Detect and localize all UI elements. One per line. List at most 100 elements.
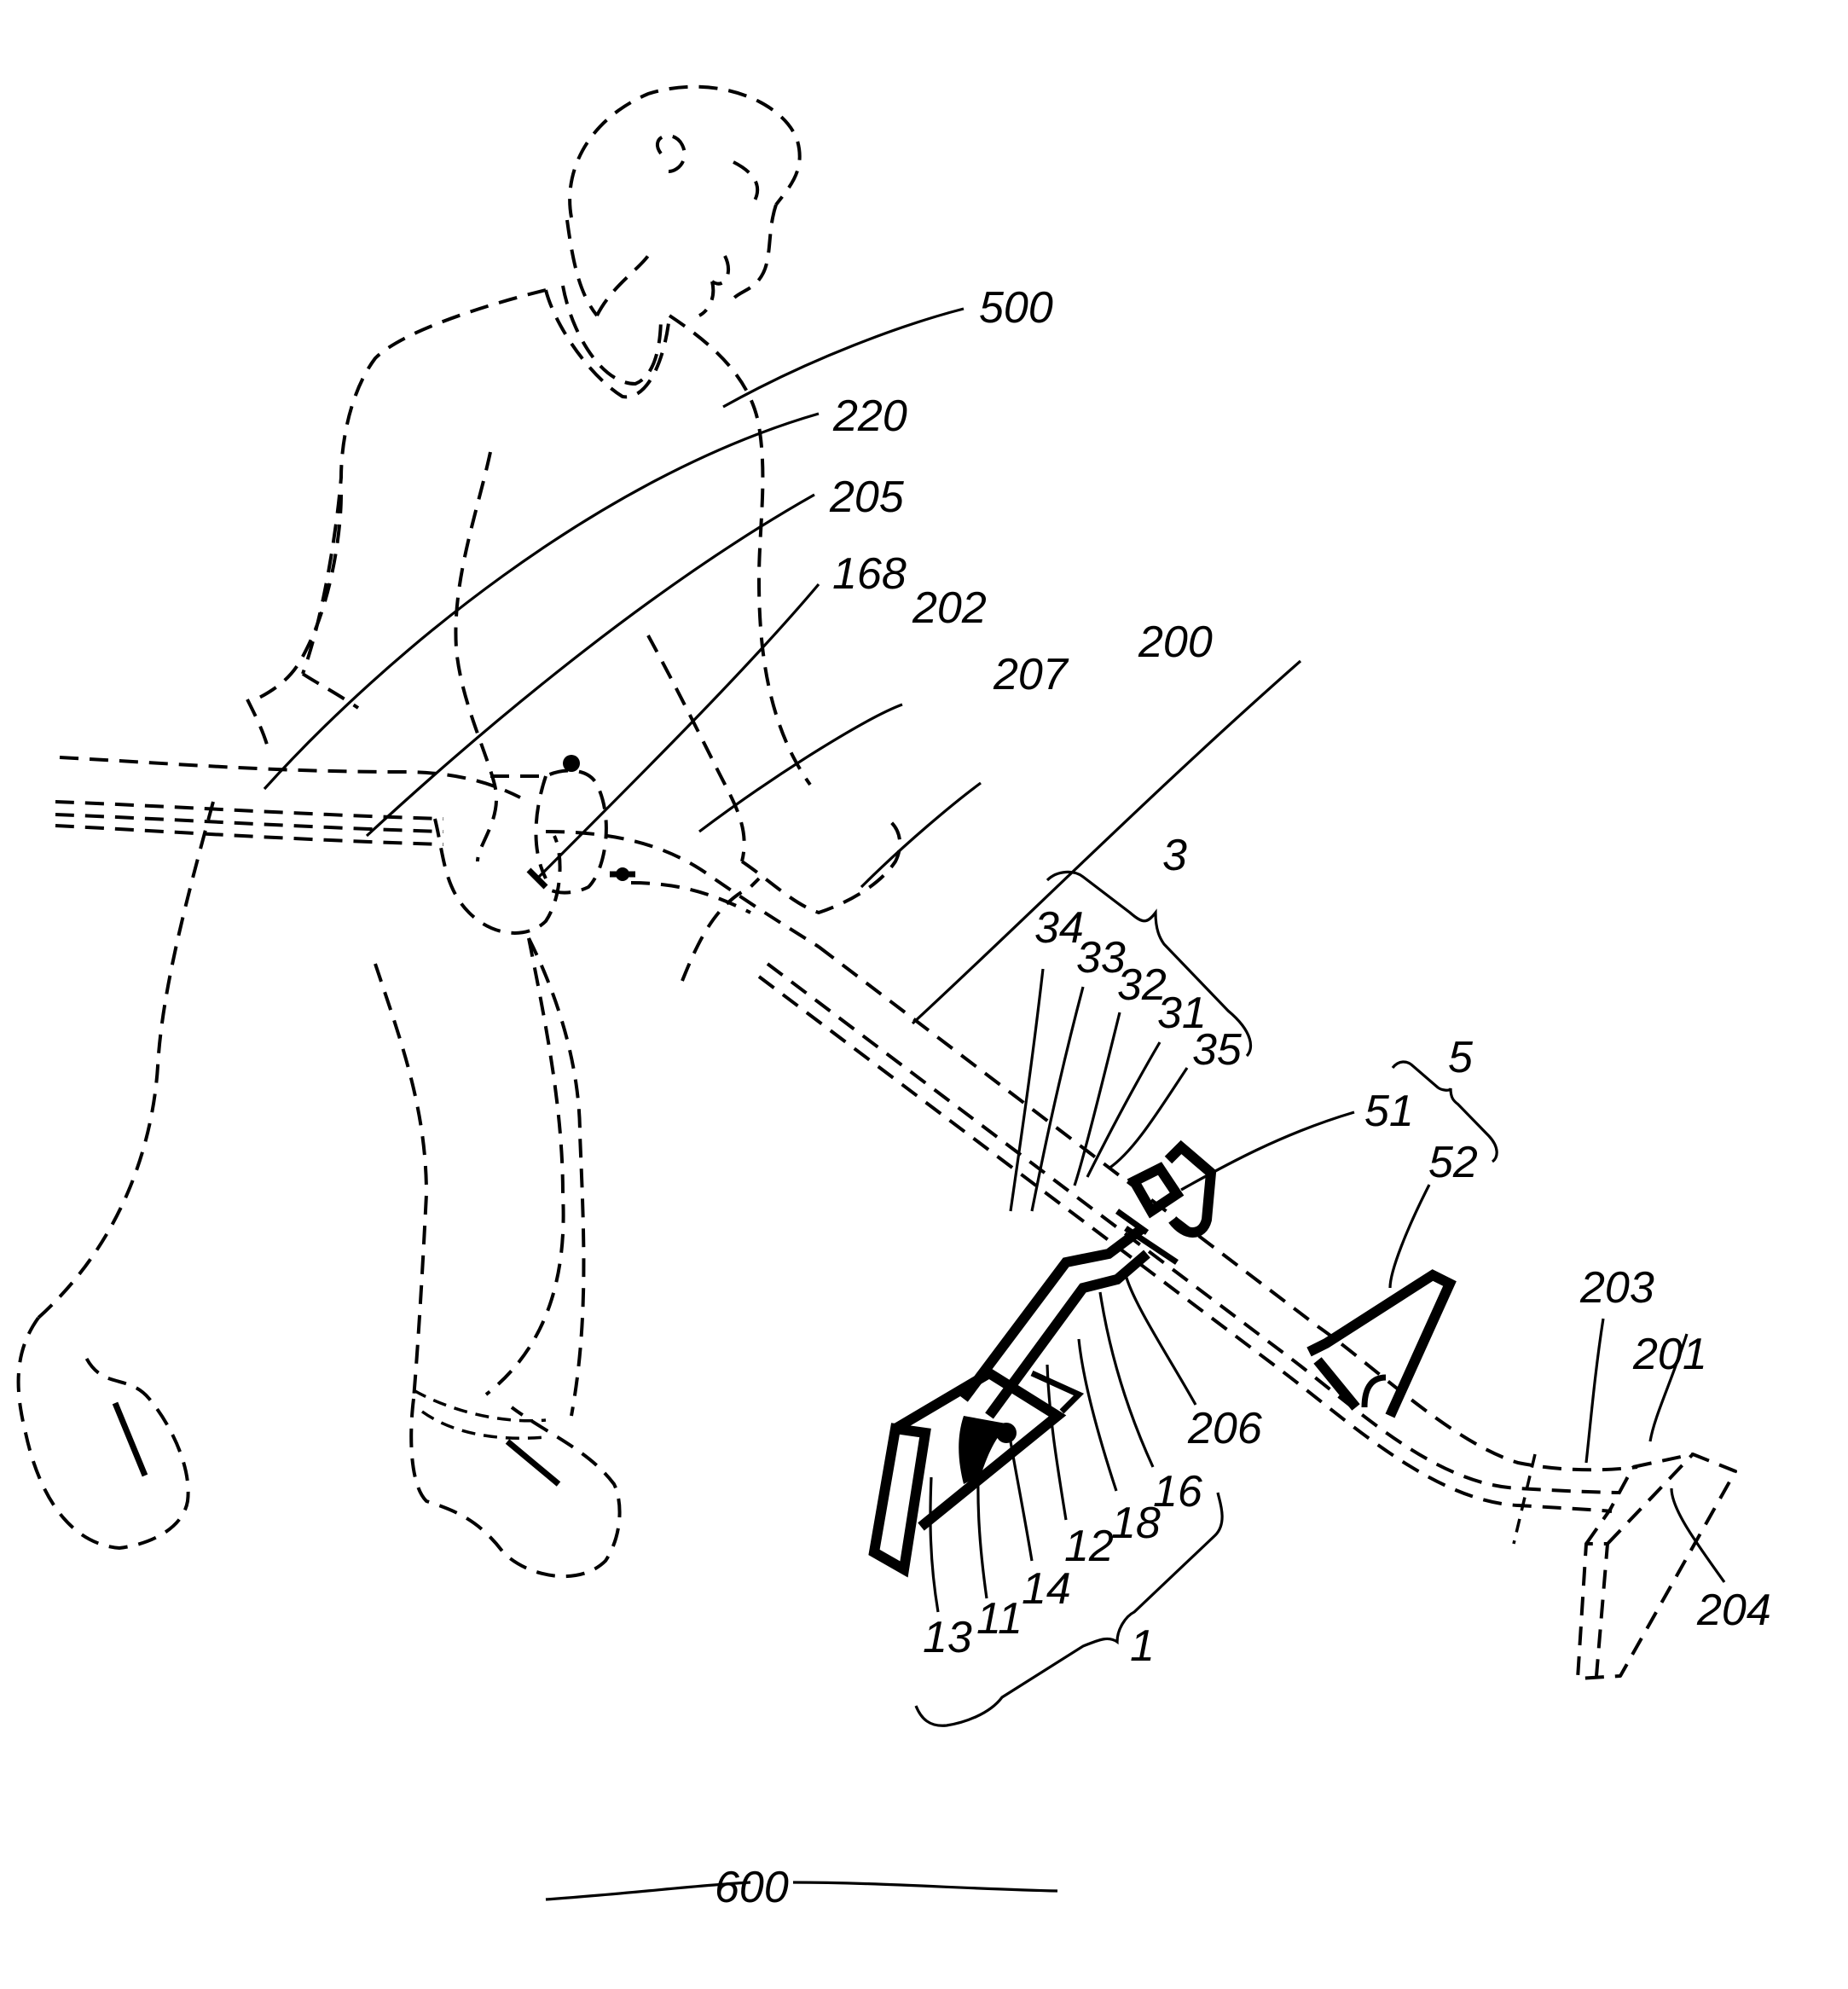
label-1: 1 xyxy=(1130,1621,1155,1671)
label-32: 32 xyxy=(1117,960,1167,1010)
operator-back-laces xyxy=(112,1401,148,1477)
leader-14 xyxy=(1009,1441,1034,1562)
label-35: 35 xyxy=(1192,1025,1243,1075)
leader-13 xyxy=(929,1476,940,1613)
leader-31 xyxy=(1086,1041,1162,1178)
leader-207 xyxy=(860,781,982,889)
operator-front-cuff xyxy=(413,1389,547,1440)
leader-600-right xyxy=(792,1881,1058,1893)
operator-front-laces xyxy=(505,1439,561,1487)
operator-left-hand xyxy=(433,818,562,935)
operator-figure xyxy=(16,84,902,1579)
handle-strap xyxy=(681,877,761,982)
tool-shaft xyxy=(959,1224,1150,1419)
label-12: 12 xyxy=(1064,1522,1114,1571)
floor-tool-outline xyxy=(1576,1453,1737,1680)
label-13: 13 xyxy=(923,1613,972,1662)
wand-tube xyxy=(757,945,1638,1545)
reference-labels: 500 220 205 168 202 207 200 3 34 33 32 3… xyxy=(715,283,1771,1912)
label-206: 206 xyxy=(1187,1404,1262,1453)
braces xyxy=(914,870,1498,1727)
hose-outer-line xyxy=(59,756,521,799)
operator-right-hand xyxy=(740,817,902,914)
label-33: 33 xyxy=(1076,933,1126,983)
label-34: 34 xyxy=(1034,903,1084,953)
clamp-u-bracket xyxy=(1164,1139,1217,1238)
brace-1 xyxy=(914,1492,1224,1727)
operator-face xyxy=(698,160,760,317)
label-16: 16 xyxy=(1153,1467,1202,1516)
leader-51 xyxy=(1180,1110,1355,1192)
label-3: 3 xyxy=(1162,831,1187,880)
leader-204 xyxy=(1670,1487,1726,1583)
label-220: 220 xyxy=(832,391,907,441)
leader-16 xyxy=(1098,1291,1155,1468)
label-202: 202 xyxy=(912,583,987,633)
leader-220 xyxy=(263,412,820,791)
assembly-1-tool xyxy=(868,1224,1150,1578)
leader-35 xyxy=(1108,1067,1189,1170)
label-168: 168 xyxy=(832,549,907,599)
valve-nozzle xyxy=(616,867,629,881)
clamp-bolts xyxy=(1115,1209,1179,1265)
brace-5 xyxy=(1391,1060,1498,1163)
valve-knob xyxy=(563,755,580,772)
label-600: 600 xyxy=(715,1863,789,1912)
leader-lines xyxy=(263,307,1726,1901)
leader-600-left xyxy=(545,1881,751,1901)
bracket-collar xyxy=(1361,1374,1387,1408)
operator-back-shoe xyxy=(16,1316,190,1550)
brace-3 xyxy=(1046,870,1253,1058)
label-5: 5 xyxy=(1448,1033,1474,1082)
clamp-block xyxy=(1127,1162,1185,1219)
leader-33 xyxy=(1030,986,1085,1212)
label-204: 204 xyxy=(1696,1586,1771,1635)
label-11: 11 xyxy=(976,1594,1022,1644)
leader-11 xyxy=(976,1449,988,1599)
label-205: 205 xyxy=(829,473,905,522)
assembly-3-clamp xyxy=(1115,1139,1217,1265)
leader-168 xyxy=(536,583,820,880)
valve-assembly xyxy=(490,755,820,982)
operator-far-arm xyxy=(646,635,746,862)
label-500: 500 xyxy=(979,283,1053,333)
leader-201 xyxy=(1648,1333,1689,1442)
assembly-5-bracket xyxy=(1306,1269,1457,1418)
hose-line-a xyxy=(55,800,444,821)
leader-12 xyxy=(1046,1364,1068,1521)
wand-bottom-edge-2 xyxy=(757,975,1613,1513)
label-203: 203 xyxy=(1579,1263,1654,1313)
wand-bottom-edge-1 xyxy=(766,962,1621,1494)
tool-pivot xyxy=(996,1423,1017,1443)
operator-near-arm xyxy=(255,451,498,862)
label-201: 201 xyxy=(1632,1330,1707,1379)
leader-205 xyxy=(365,493,815,838)
label-207: 207 xyxy=(993,650,1069,699)
leader-32 xyxy=(1073,1012,1121,1186)
leader-18 xyxy=(1077,1338,1118,1492)
leader-200 xyxy=(911,659,1302,1025)
label-18: 18 xyxy=(1111,1499,1161,1548)
label-14: 14 xyxy=(1022,1564,1071,1614)
leader-500 xyxy=(722,307,965,409)
operator-front-shoe xyxy=(409,1398,622,1579)
handle-grip-line-2 xyxy=(630,881,751,914)
operator-back-leg xyxy=(37,801,565,1396)
label-51: 51 xyxy=(1364,1087,1414,1136)
operator-ear xyxy=(655,134,686,173)
label-31: 31 xyxy=(1157,989,1207,1038)
leader-52 xyxy=(1388,1184,1431,1289)
tool-plate xyxy=(868,1366,1067,1578)
floor-tool-head xyxy=(1576,1453,1737,1680)
valve-body xyxy=(490,768,608,895)
hose-line-b xyxy=(55,813,444,833)
operator-head xyxy=(565,84,802,317)
operator-torso xyxy=(301,288,812,786)
leader-203 xyxy=(1584,1318,1605,1464)
label-52: 52 xyxy=(1428,1138,1478,1187)
operator-front-leg xyxy=(374,937,586,1417)
leader-206 xyxy=(1124,1274,1197,1406)
operator-collar xyxy=(544,285,671,399)
wand-coupling xyxy=(1512,1453,1537,1545)
